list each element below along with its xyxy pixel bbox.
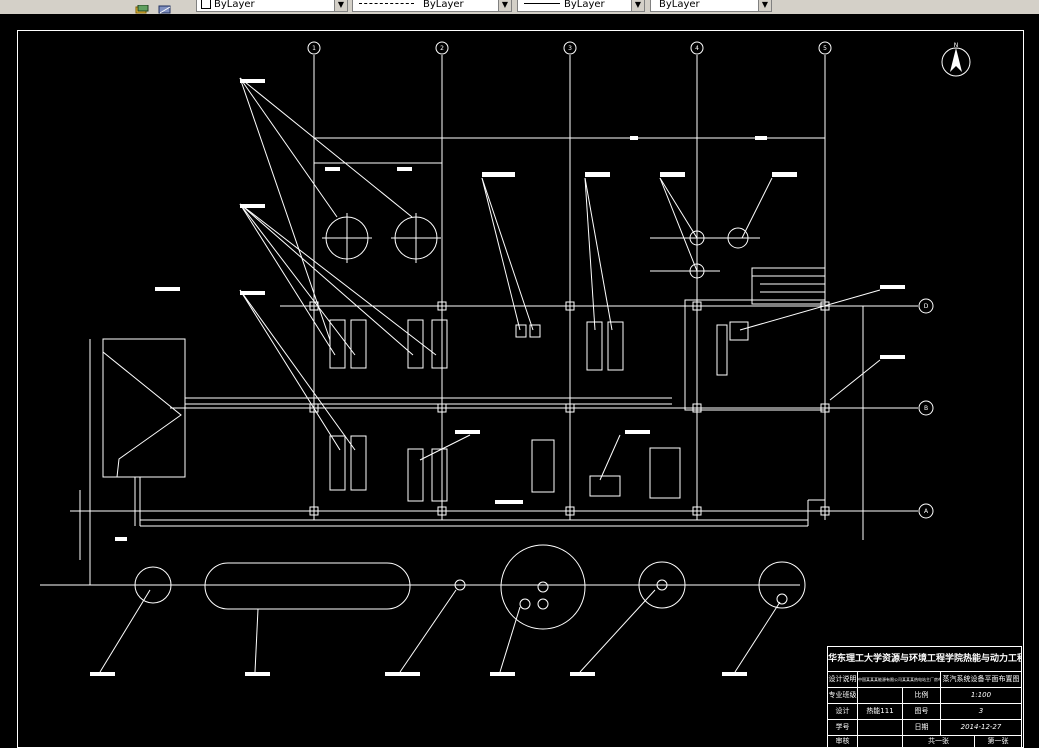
- layer-state-icon[interactable]: [135, 0, 149, 14]
- title-block-cell: 3: [978, 707, 984, 715]
- chevron-down-icon[interactable]: ▼: [631, 0, 644, 11]
- compass-label: N: [954, 42, 959, 49]
- plotstyle-combo-value: ByLayer: [659, 0, 700, 10]
- plotstyle-combo[interactable]: ByLayer ▼: [650, 0, 772, 12]
- grid-row-label-b: B: [924, 405, 928, 412]
- color-swatch: [201, 0, 211, 9]
- drawing-canvas[interactable]: 1 2 3 4 5 D B A N 华东理工大学资源与环境工程学院热能与动力工程…: [0, 14, 1039, 748]
- color-combo-value: ByLayer: [214, 0, 255, 10]
- title-block-cell: [858, 688, 903, 703]
- title-block-cell: 中国某某某能源有限公司某某某热电站主厂房布置图: [858, 672, 941, 687]
- chevron-down-icon[interactable]: ▼: [758, 0, 771, 11]
- linetype-combo[interactable]: ByLayer ▼: [352, 0, 512, 12]
- floor-plan-drawing: 1 2 3 4 5 D B A N: [40, 41, 971, 676]
- title-block-cell: 日期: [903, 720, 941, 735]
- chevron-down-icon[interactable]: ▼: [334, 0, 347, 11]
- lineweight-preview: [524, 3, 560, 4]
- title-block-row: 设计 热能111 图号 3: [828, 704, 1021, 720]
- title-block-cell: 蒸汽系统设备平面布置图: [942, 675, 1020, 683]
- grid-row-label-d: D: [924, 303, 929, 310]
- lineweight-combo[interactable]: ByLayer ▼: [517, 0, 645, 12]
- grid-row-label-a: A: [924, 508, 929, 515]
- title-block-cell: 专业班级: [828, 688, 858, 703]
- grid-axis-label-2: 2: [440, 45, 444, 52]
- title-block-cell: 1:100: [970, 691, 992, 699]
- grid-axis-label-3: 3: [568, 45, 572, 52]
- lineweight-combo-value: ByLayer: [564, 0, 605, 10]
- north-arrow-icon: [941, 47, 971, 77]
- linetype-preview: [359, 3, 414, 4]
- chevron-down-icon[interactable]: ▼: [498, 0, 511, 11]
- title-block-row: 设计说明 中国某某某能源有限公司某某某热电站主厂房布置图 蒸汽系统设备平面布置图: [828, 672, 1021, 688]
- title-block-cell: 学号: [828, 720, 858, 735]
- properties-toolbar: ByLayer ▼ ByLayer ▼ ByLayer ▼ ByLayer ▼: [0, 0, 1039, 15]
- title-block: 华东理工大学资源与环境工程学院热能与动力工程毕业小设计 设计说明 中国某某某能源…: [827, 646, 1022, 748]
- linetype-combo-value: ByLayer: [423, 0, 464, 10]
- title-block-cell: 设计说明: [828, 672, 858, 687]
- grid-axis-label-1: 1: [312, 45, 316, 52]
- grid-axis-label-4: 4: [695, 45, 699, 52]
- title-block-header: 华东理工大学资源与环境工程学院热能与动力工程毕业小设计: [828, 647, 1021, 672]
- title-block-cell: 热能111: [858, 704, 903, 719]
- color-combo[interactable]: ByLayer ▼: [196, 0, 348, 12]
- title-block-cell: 2014-12-27: [960, 723, 1002, 731]
- title-block-row: 专业班级 比例 1:100: [828, 688, 1021, 704]
- layer-previous-icon[interactable]: [158, 0, 172, 14]
- title-block-cell: [858, 720, 903, 735]
- title-block-cell: 比例: [903, 688, 941, 703]
- title-block-row: 学号 日期 2014-12-27: [828, 720, 1021, 736]
- title-block-cell: 设计: [828, 704, 858, 719]
- grid-axis-label-5: 5: [823, 45, 827, 52]
- title-block-cell: 图号: [903, 704, 941, 719]
